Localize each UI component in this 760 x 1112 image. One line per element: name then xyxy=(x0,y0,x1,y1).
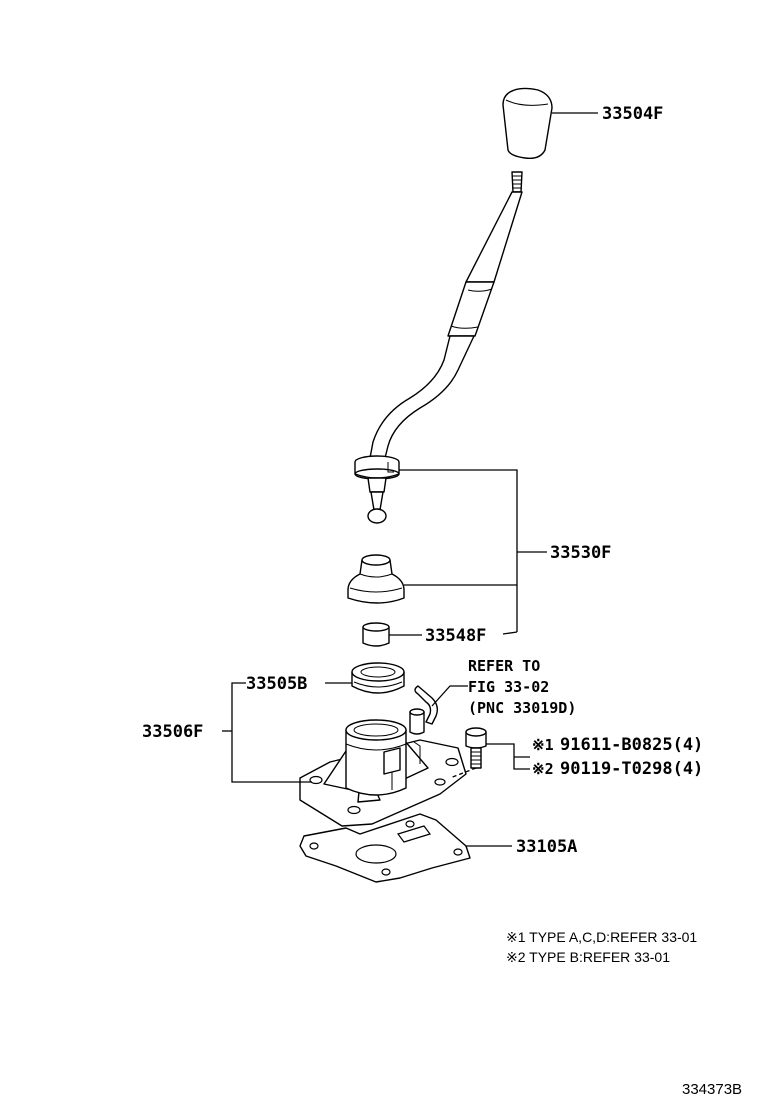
note-1: ※1 TYPE A,C,D:REFER 33-01 xyxy=(506,929,697,945)
shift-lever-drawing xyxy=(354,171,523,524)
reference-line-1: REFER TO xyxy=(468,657,540,675)
leader-lever-bracket xyxy=(399,469,518,632)
part-label-knob: 33504F xyxy=(602,104,663,124)
leader-housing-bracket xyxy=(231,682,312,783)
seat-drawing xyxy=(351,662,405,694)
figure-id: 334373B xyxy=(682,1081,742,1098)
bolt-axis xyxy=(449,767,477,779)
breather-pipe-drawing xyxy=(409,685,439,735)
part-label-bushing: 33548F xyxy=(425,626,486,646)
reference-line-3: (PNC 33019D) xyxy=(468,699,576,717)
bolt-drawing xyxy=(465,727,487,769)
bolt-2-mark: ※2 xyxy=(532,760,554,778)
bushing-drawing xyxy=(362,622,390,647)
part-label-lever-assy: 33530F xyxy=(550,543,611,563)
boot-drawing xyxy=(347,554,405,604)
leader-bushing-bracket xyxy=(502,631,518,635)
bolt-1-mark: ※1 xyxy=(532,736,554,754)
gasket-drawing xyxy=(299,813,471,883)
bolt-1-part: 91611-B0825(4) xyxy=(560,735,703,755)
part-label-gasket: 33105A xyxy=(516,837,577,857)
part-label-housing: 33506F xyxy=(142,722,203,742)
leader-reference xyxy=(431,685,468,707)
shift-knob-drawing xyxy=(502,87,553,160)
leader-bolts xyxy=(486,743,530,770)
part-label-seat: 33505B xyxy=(246,674,307,694)
reference-line-2: FIG 33-02 xyxy=(468,678,549,696)
bolt-2-part: 90119-T0298(4) xyxy=(560,759,703,779)
note-2: ※2 TYPE B:REFER 33-01 xyxy=(506,949,670,965)
housing-drawing xyxy=(299,719,467,827)
